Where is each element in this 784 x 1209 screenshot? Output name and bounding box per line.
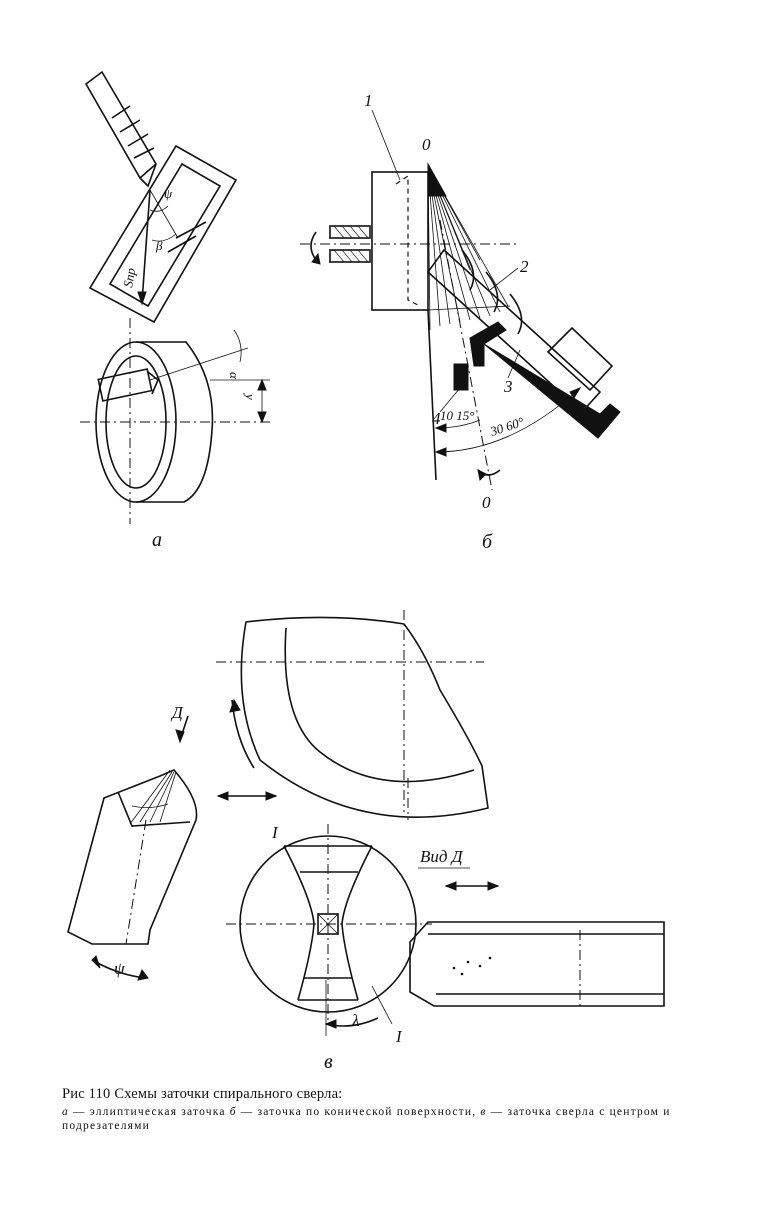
caption-text-b: — заточка по конической поверхности, — [236, 1106, 481, 1118]
callout-1: 1 — [364, 91, 373, 110]
drill-b — [426, 248, 614, 414]
caption-marker-b: б — [229, 1106, 237, 1118]
beta-symbol: β — [155, 238, 163, 253]
angles-outer: 30 60° — [487, 414, 525, 439]
circle-view-v: I I λ в — [226, 823, 432, 1073]
alpha-symbol: α — [227, 372, 242, 380]
callout-2: 2 — [520, 257, 529, 276]
drill-a — [84, 70, 158, 188]
psi-symbol-a: ψ — [164, 186, 173, 201]
s-pr-symbol: Sпр — [120, 266, 138, 288]
drill-v: Д ψ — [67, 703, 198, 981]
caption-title: Рис 110 Схемы заточки спирального сверла… — [62, 1086, 343, 1102]
figure-caption: Рис 110 Схемы заточки спирального сверла… — [62, 1086, 732, 1133]
panel-b-drawing: 1 0 — [300, 91, 621, 553]
view-label: Вид Д — [420, 847, 464, 866]
panel-v-label: в — [324, 1051, 333, 1073]
panel-b-label: б — [482, 531, 493, 553]
section-mark-top: I — [271, 823, 279, 842]
lambda-symbol: λ — [351, 1011, 359, 1030]
caption-marker-v: в — [480, 1106, 487, 1118]
section-mark-bottom: I — [395, 1027, 403, 1046]
callout-4: 4 — [432, 409, 441, 428]
angles-inner: 10 15° — [440, 408, 474, 423]
direction-label: Д — [170, 703, 184, 722]
panel-a-label: а — [152, 529, 162, 551]
drill-side-view — [409, 921, 665, 1010]
axis-bottom-label: 0 — [482, 493, 491, 512]
axis-top-label: 0 — [422, 135, 431, 154]
spindle-b — [310, 225, 371, 265]
panel-a-drawing: ψ Sпр β α y а — [80, 70, 270, 551]
wheel-rect-a — [88, 144, 238, 324]
caption-body: а — эллиптическая заточка б — заточка по… — [62, 1105, 732, 1133]
wheel-segment-v — [216, 610, 489, 820]
panel-v-drawing: Д ψ I I — [67, 610, 665, 1073]
caption-text-v: — заточка сверла с центром и подрезателя… — [62, 1106, 671, 1132]
callout-3: 3 — [503, 377, 513, 396]
psi-symbol-v: ψ — [114, 959, 125, 978]
cone-lines — [427, 165, 511, 331]
y-symbol: y — [243, 392, 258, 400]
caption-marker-a: а — [62, 1106, 69, 1118]
caption-text-a: — эллиптическая заточка — [68, 1106, 230, 1118]
